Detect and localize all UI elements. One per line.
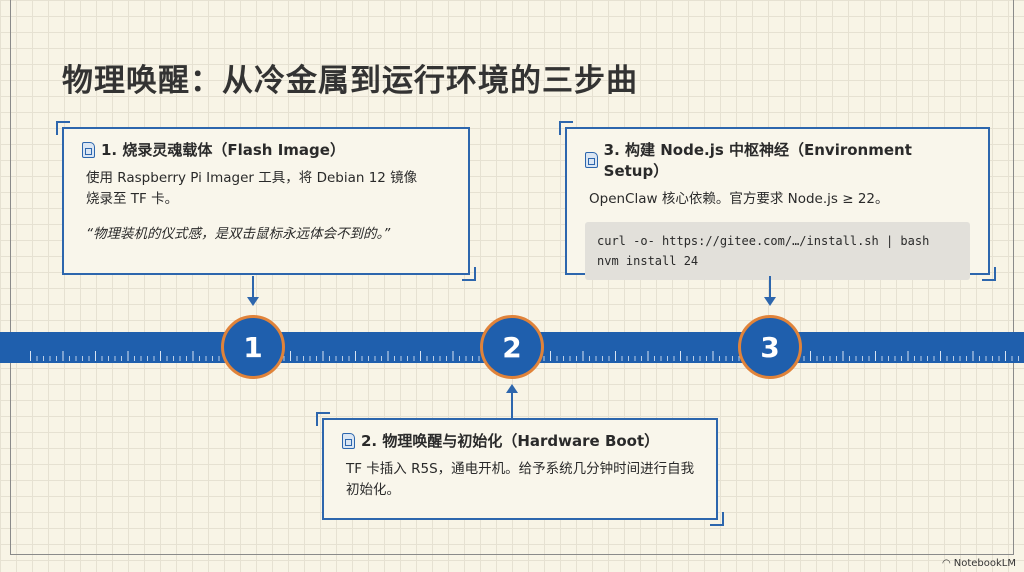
arrow-down-icon (247, 297, 259, 306)
step-1-quote: “物理装机的仪式感，是双击鼠标永远体会不到的。” (86, 226, 391, 242)
step-1-card: 1. 烧录灵魂载体（Flash Image） 使用 Raspberry Pi I… (56, 121, 476, 281)
arrow-down-icon (764, 297, 776, 306)
step-3-card: 3. 构建 Node.js 中枢神经（Environment Setup） Op… (559, 121, 996, 281)
step-2-node: 2 (480, 315, 544, 379)
sd-card-icon (82, 141, 95, 158)
notebooklm-logo-icon: ◠ (942, 558, 951, 569)
step-1-text: 使用 Raspberry Pi Imager 工具，将 Debian 12 镜像… (86, 170, 418, 207)
sd-card-icon (585, 152, 598, 168)
sd-card-icon (342, 432, 355, 449)
step-3-node: 3 (738, 315, 802, 379)
step-2-heading: 2. 物理唤醒与初始化（Hardware Boot） (361, 432, 660, 450)
step-1-node: 1 (221, 315, 285, 379)
step-1-heading: 1. 烧录灵魂载体（Flash Image） (101, 141, 345, 159)
page-frame (10, 0, 1014, 555)
connector-1 (252, 276, 254, 300)
step-2-text: TF 卡插入 R5S，通电开机。给予系统几分钟时间进行自我初始化。 (346, 461, 695, 498)
step-3-heading: 3. 构建 Node.js 中枢神经（Environment Setup） (603, 141, 912, 180)
arrow-up-icon (506, 384, 518, 393)
watermark: ◠NotebookLM (942, 558, 1016, 569)
page-title: 物理唤醒：从冷金属到运行环境的三步曲 (62, 63, 638, 99)
connector-2 (511, 392, 513, 418)
step-3-code: curl -o- https://gitee.com/…/install.sh … (585, 222, 970, 280)
step-2-card: 2. 物理唤醒与初始化（Hardware Boot） TF 卡插入 R5S，通电… (316, 412, 724, 526)
connector-3 (769, 276, 771, 300)
step-3-text: OpenClaw 核心依赖。官方要求 Node.js ≥ 22。 (589, 191, 889, 207)
watermark-text: NotebookLM (953, 558, 1016, 569)
